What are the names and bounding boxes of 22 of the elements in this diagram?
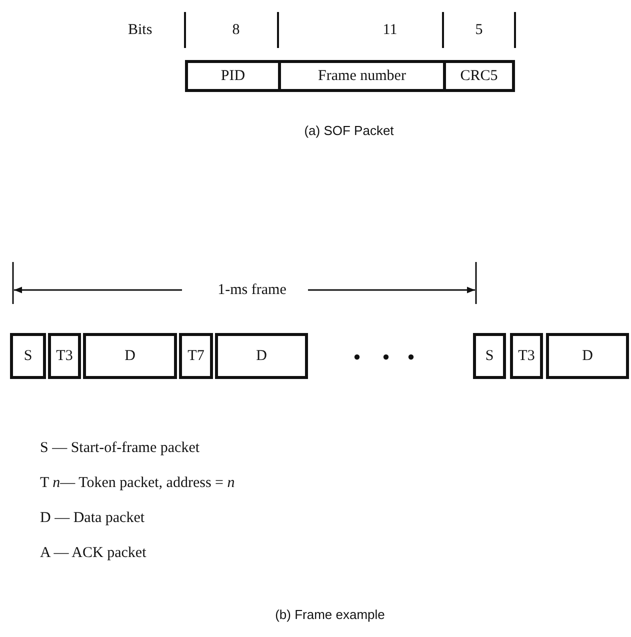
packet-field-box: CRC5 bbox=[443, 60, 515, 92]
packet-field-box: T3 bbox=[48, 333, 81, 379]
bit-count: 5 bbox=[475, 21, 483, 39]
bit-count: 8 bbox=[232, 21, 240, 39]
packet-field-box: D bbox=[546, 333, 629, 379]
legend-entry: A — ACK packet bbox=[40, 544, 146, 562]
packet-field-box: S bbox=[473, 333, 506, 379]
caption: (b) Frame example bbox=[275, 606, 385, 624]
packet-field-box: D bbox=[83, 333, 177, 379]
row-label: Bits bbox=[128, 21, 152, 39]
packet-field-box: PID bbox=[185, 60, 281, 92]
bit-count: 11 bbox=[382, 21, 398, 39]
packet-field-box: D bbox=[215, 333, 308, 379]
legend-entry: T n— Token packet, address = n bbox=[40, 474, 235, 492]
legend-entry: S — Start-of-frame packet bbox=[40, 439, 200, 457]
dimension-label: 1-ms frame bbox=[218, 281, 286, 299]
packet-field-box: T3 bbox=[510, 333, 543, 379]
packet-field-box: Frame number bbox=[278, 60, 446, 92]
caption: (a) SOF Packet bbox=[304, 122, 394, 140]
packet-field-box: S bbox=[10, 333, 46, 379]
packet-field-box: T7 bbox=[179, 333, 213, 379]
legend-entry: D — Data packet bbox=[40, 509, 145, 527]
